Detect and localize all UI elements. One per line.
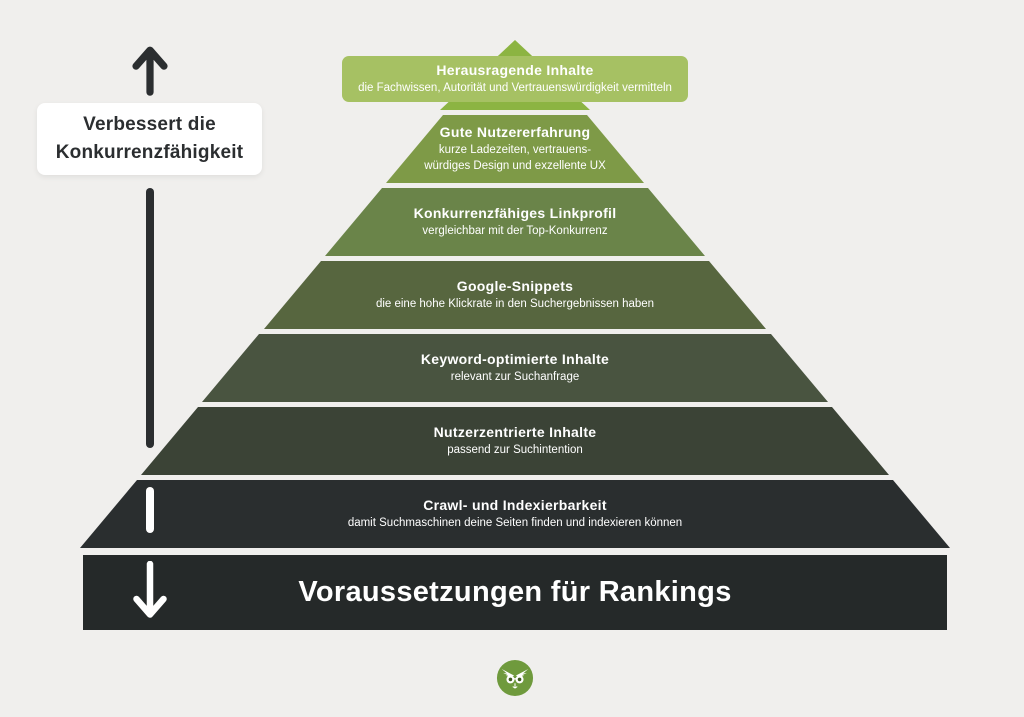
level-subtitle: die Fachwissen, Autorität und Vertrauens…: [358, 81, 672, 94]
pyramid-level: Nutzerzentrierte Inhalte passend zur Suc…: [141, 407, 889, 475]
level-title: Nutzerzentrierte Inhalte: [433, 423, 597, 440]
arrow-up-icon: [132, 46, 168, 96]
pyramid-level: Crawl- und Indexierbarkeit damit Suchmas…: [80, 480, 950, 548]
level-title: Keyword-optimierte Inhalte: [420, 350, 610, 367]
level-subtitle: relevant zur Suchanfrage: [450, 370, 580, 383]
level-title: Crawl- und Indexierbarkeit: [423, 496, 607, 513]
pyramid-base-bar: Voraussetzungen für Rankings: [83, 555, 947, 630]
axis-line-upper: [146, 188, 154, 448]
level-title: Gute Nutzererfahrung: [439, 123, 591, 140]
arrow-down-icon: [133, 561, 167, 618]
level-title: Konkurrenzfähiges Linkprofil: [413, 204, 617, 221]
pyramid-level: Keyword-optimierte Inhalte relevant zur …: [202, 334, 828, 402]
level-subtitle: kurze Ladezeiten, vertrauens- würdiges D…: [424, 143, 606, 172]
level-subtitle: die eine hohe Klickrate in den Suchergeb…: [375, 297, 655, 310]
axis-line-lower: [146, 487, 154, 533]
pyramid-level: Konkurrenzfähiges Linkprofil vergleichba…: [325, 188, 705, 256]
level-title: Herausragende Inhalte: [436, 61, 594, 78]
level-subtitle: passend zur Suchintention: [447, 443, 583, 456]
pyramid-level: Google-Snippets die eine hohe Klickrate …: [264, 261, 766, 329]
base-title: Voraussetzungen für Rankings: [298, 576, 732, 608]
owl-logo-icon: [496, 659, 534, 697]
level-subtitle: vergleichbar mit der Top-Konkurrenz: [422, 224, 608, 237]
pyramid-level: Gute Nutzererfahrung kurze Ladezeiten, v…: [386, 115, 644, 183]
level-title: Google-Snippets: [456, 277, 574, 294]
pyramid-level-top: Herausragende Inhalte die Fachwissen, Au…: [342, 56, 688, 102]
level-subtitle: damit Suchmaschinen deine Seiten finden …: [347, 516, 683, 529]
competitiveness-label: Verbessert die Konkurrenzfähigkeit: [37, 103, 262, 175]
